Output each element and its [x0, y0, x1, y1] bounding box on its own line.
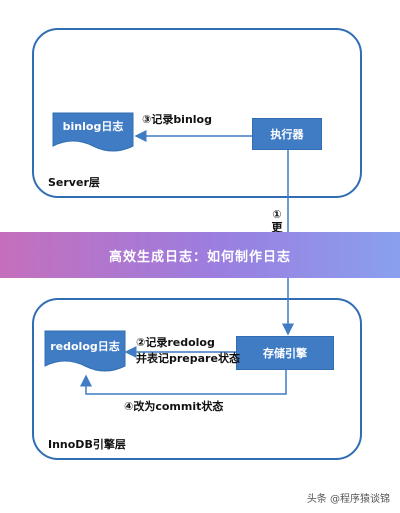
- banner-title: 高效生成日志：如何制作日志: [108, 249, 291, 265]
- title-banner: 高效生成日志：如何制作日志: [0, 232, 400, 278]
- document-shape-icon: [52, 112, 134, 152]
- server-layer-title: Server层: [48, 176, 100, 189]
- innodb-layer-title: InnoDB引擎层: [48, 438, 126, 451]
- step2-label-line2: 并表记prepare状态: [136, 352, 240, 365]
- binlog-node: binlog日志: [62, 120, 124, 133]
- storage-engine-node: 存储引擎: [236, 336, 334, 370]
- step2-label-line1: ②记录redolog: [136, 336, 215, 349]
- redolog-node: redolog日志: [50, 340, 120, 353]
- document-shape-icon: [44, 330, 126, 372]
- arrow-icon: [80, 370, 287, 395]
- watermark: 头条 @程序猿谈锦: [306, 494, 390, 505]
- step4-label: ④改为commit状态: [124, 400, 224, 413]
- executor-node: 执行器: [252, 118, 322, 150]
- step3-label: ③记录binlog: [142, 113, 212, 126]
